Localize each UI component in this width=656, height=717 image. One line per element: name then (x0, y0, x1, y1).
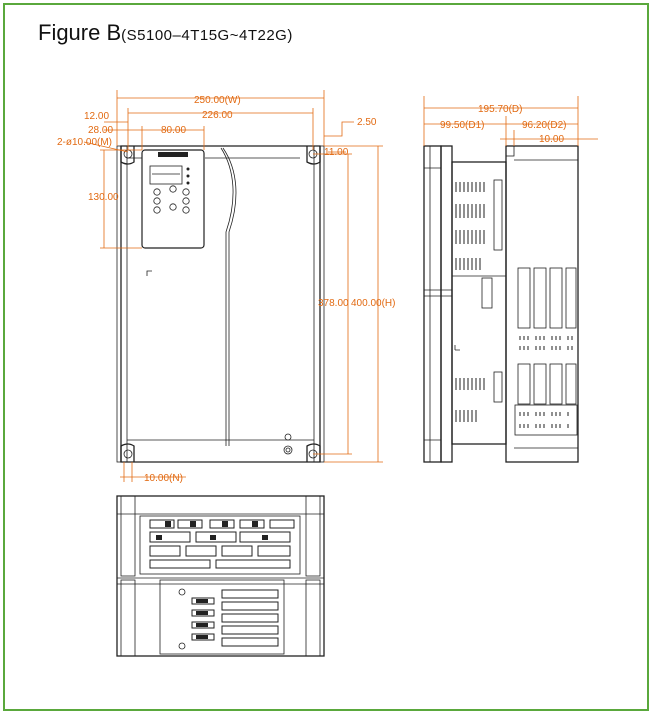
dim-depth-d1: 99.50(D1) (440, 120, 484, 131)
dim-panel-height: 130.00 (88, 192, 119, 203)
figure-frame (3, 3, 649, 711)
dim-bottom-slot: 10.00(N) (144, 473, 183, 484)
dim-depth: 195.70(D) (478, 104, 522, 115)
dim-width: 250.00(W) (194, 95, 241, 106)
front-view-dimensions (83, 90, 383, 482)
dim-depth-d2: 96.20(D2) (522, 120, 566, 131)
dim-top-hole-offset: 11.00 (324, 147, 349, 158)
dim-hole-height: 378.00 (318, 298, 349, 309)
front-view-labels: 250.00(W) 226.00 12.00 28.00 80.00 2-ø10… (57, 95, 395, 484)
dim-panel-offset: 28.00 (88, 125, 113, 136)
figure-title: Figure B(S5100–4T15G~4T22G) (38, 20, 293, 46)
dim-hole-spacing: 226.00 (202, 110, 233, 121)
side-view-labels: 195.70(D) 99.50(D1) 96.20(D2) 10.00 (440, 104, 566, 145)
side-view (423, 145, 579, 463)
dim-edge-offset: 12.00 (84, 111, 109, 122)
dim-top-offset: 2.50 (357, 117, 377, 128)
front-view (116, 145, 325, 463)
figure-title-model: (S5100–4T15G~4T22G) (121, 27, 293, 44)
side-view-dimensions (423, 96, 598, 146)
bottom-view (116, 495, 325, 657)
dim-flange: 10.00 (539, 134, 564, 145)
figure-title-main: Figure B (38, 20, 122, 45)
dim-panel-width: 80.00 (161, 125, 186, 136)
dim-hole-diameter: 2-ø10.00(M) (57, 137, 112, 148)
dim-height: 400.00(H) (351, 298, 395, 309)
